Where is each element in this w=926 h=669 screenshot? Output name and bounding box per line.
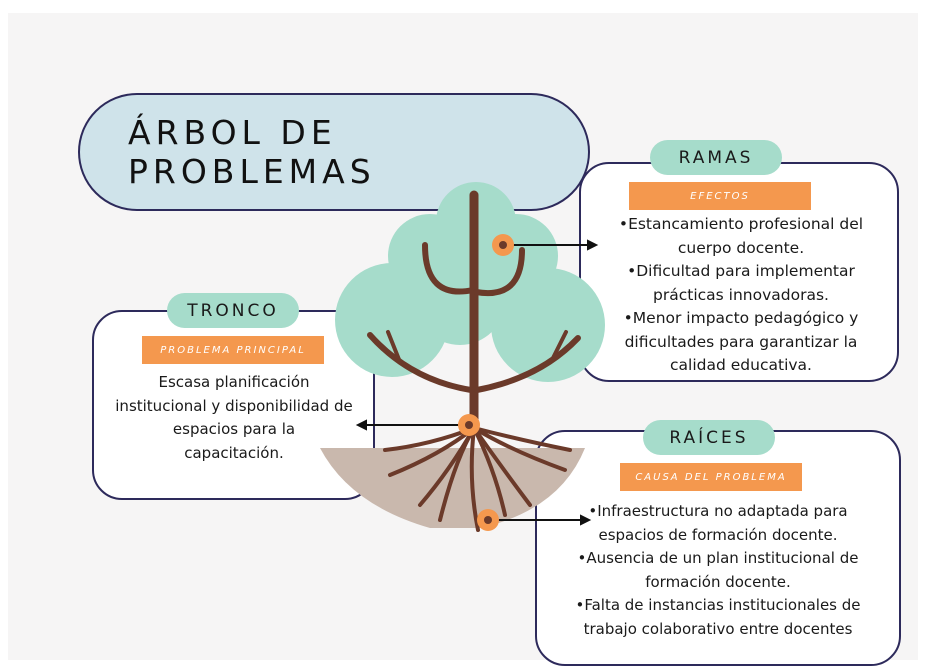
raices-line: formación docente. <box>645 572 791 591</box>
raices-subtitle: CAUSA DEL PROBLEMA <box>620 463 802 491</box>
tronco-label: TRONCO <box>167 293 299 328</box>
soil-mound <box>320 448 585 528</box>
connector-arrows <box>355 239 599 526</box>
ramas-line: prácticas innovadoras. <box>653 285 829 304</box>
ramas-subtitle: EFECTOS <box>629 182 811 210</box>
tronco-line: capacitación. <box>184 443 284 462</box>
tronco-line: institucional y disponibilidad de <box>115 396 353 415</box>
title-text: ÁRBOL DE PROBLEMAS <box>128 113 376 191</box>
ramas-line: dificultades para garantizar la <box>624 332 858 351</box>
raices-line: trabajo colaborativo entre docentes <box>583 619 853 638</box>
ramas-line: calidad educativa. <box>670 356 812 374</box>
raices-text: •Infraestructura no adaptada para espaci… <box>548 500 888 641</box>
tronco-subtitle-text: PROBLEMA PRINCIPAL <box>160 344 306 356</box>
trunk-branches <box>367 190 581 435</box>
raices-line: espacios de formación docente. <box>598 525 838 544</box>
ramas-line: •Menor impacto pedagógico y <box>623 309 859 327</box>
raices-label: RAÍCES <box>643 420 775 455</box>
tronco-subtitle: PROBLEMA PRINCIPAL <box>142 336 324 364</box>
raices-subtitle-text: CAUSA DEL PROBLEMA <box>635 471 787 483</box>
tronco-label-text: TRONCO <box>187 300 279 321</box>
title-pill: ÁRBOL DE PROBLEMAS <box>78 93 590 211</box>
raices-line: •Ausencia de un plan institucional de <box>577 549 859 567</box>
orange-markers <box>458 234 514 531</box>
ramas-line: •Dificultad para implementar <box>627 262 855 280</box>
ramas-text: •Estancamiento profesional del cuerpo do… <box>596 213 886 378</box>
ramas-line: •Estancamiento profesional del <box>618 215 864 233</box>
tronco-text: Escasa planificación institucional y dis… <box>98 371 370 465</box>
raices-line: •Infraestructura no adaptada para <box>588 502 848 520</box>
ramas-subtitle-text: EFECTOS <box>690 190 750 202</box>
tronco-line: espacios para la <box>172 420 296 438</box>
raices-label-text: RAÍCES <box>669 427 749 448</box>
tronco-line: Escasa planificación <box>158 373 310 391</box>
ramas-label-text: RAMAS <box>678 147 754 168</box>
ramas-label: RAMAS <box>650 140 782 175</box>
raices-line: •Falta de instancias institucionales de <box>575 596 861 614</box>
ramas-line: cuerpo docente. <box>677 238 805 257</box>
